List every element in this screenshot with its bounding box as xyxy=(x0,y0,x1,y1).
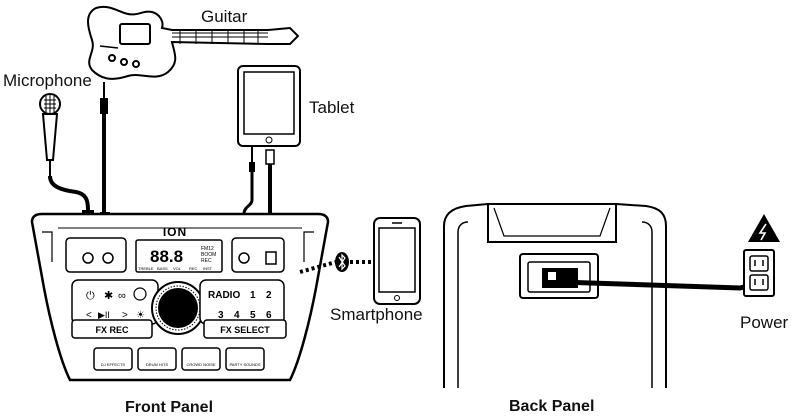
preset-6[interactable]: 6 xyxy=(266,310,272,321)
pad-dj-effects[interactable]: DJ EFFECTS xyxy=(101,362,126,367)
display-rec: REC xyxy=(201,258,212,264)
tablet-icon xyxy=(237,65,301,147)
pad-crowd-noise[interactable]: CROWD NOISE xyxy=(186,362,215,367)
brand-logo: ION xyxy=(163,225,187,239)
preset-2[interactable]: 2 xyxy=(266,290,272,301)
play-pause-button-icon[interactable]: ▶II xyxy=(98,310,110,320)
front-panel-caption: Front Panel xyxy=(125,399,214,416)
guitar-icon xyxy=(87,5,300,80)
microphone-cable xyxy=(48,175,90,211)
fx-select-label[interactable]: FX SELECT xyxy=(220,325,270,335)
high-voltage-warning-icon xyxy=(748,214,780,242)
microphone-label: Microphone xyxy=(3,71,92,90)
display-rec2: REC xyxy=(189,266,198,271)
guitar-label: Guitar xyxy=(201,7,248,26)
back-panel xyxy=(443,202,667,388)
pad-party-sounds[interactable]: PARTY SOUNDS xyxy=(229,362,260,367)
bluetooth-icon xyxy=(335,252,349,272)
display-digits: 88.8 xyxy=(150,247,183,266)
display-bass: BASS xyxy=(157,266,168,271)
power-outlet-icon xyxy=(743,249,775,297)
preset-1[interactable]: 1 xyxy=(250,290,256,301)
prev-button-icon[interactable]: < xyxy=(86,310,92,321)
display-fm: FM12 xyxy=(201,246,214,252)
light-button-icon[interactable]: ☀ xyxy=(136,310,145,321)
bluetooth-dotted-link xyxy=(299,260,337,274)
display-treble: TREBLE xyxy=(138,266,154,271)
display-vol: VOL xyxy=(173,266,182,271)
back-panel-caption: Back Panel xyxy=(509,398,595,415)
bluetooth-button-icon[interactable]: ✱ xyxy=(104,290,113,302)
preset-5[interactable]: 5 xyxy=(250,310,256,321)
front-panel: ION 88.8 FM12 BOOM REC TREBLE BASS VOL R… xyxy=(30,212,330,382)
smartphone-label: Smartphone xyxy=(330,305,423,324)
boom-button-icon[interactable] xyxy=(133,287,147,301)
power-label: Power xyxy=(740,313,789,332)
microphone-icon xyxy=(39,93,61,176)
preset-4[interactable]: 4 xyxy=(234,310,240,321)
radio-label[interactable]: RADIO xyxy=(208,290,240,301)
preset-3[interactable]: 3 xyxy=(218,310,224,321)
display-inst: INST xyxy=(203,266,213,271)
smartphone-icon xyxy=(373,217,421,305)
pad-drum-hits[interactable]: DRUM HITS xyxy=(146,362,169,367)
link-button-icon[interactable]: ∞ xyxy=(118,290,126,302)
next-button-icon[interactable]: > xyxy=(122,310,128,321)
fx-rec-label[interactable]: FX REC xyxy=(95,325,129,335)
tablet-label: Tablet xyxy=(309,98,355,117)
power-button-icon[interactable]: ⏻ xyxy=(86,290,95,302)
display-boom: BOOM xyxy=(201,252,216,258)
